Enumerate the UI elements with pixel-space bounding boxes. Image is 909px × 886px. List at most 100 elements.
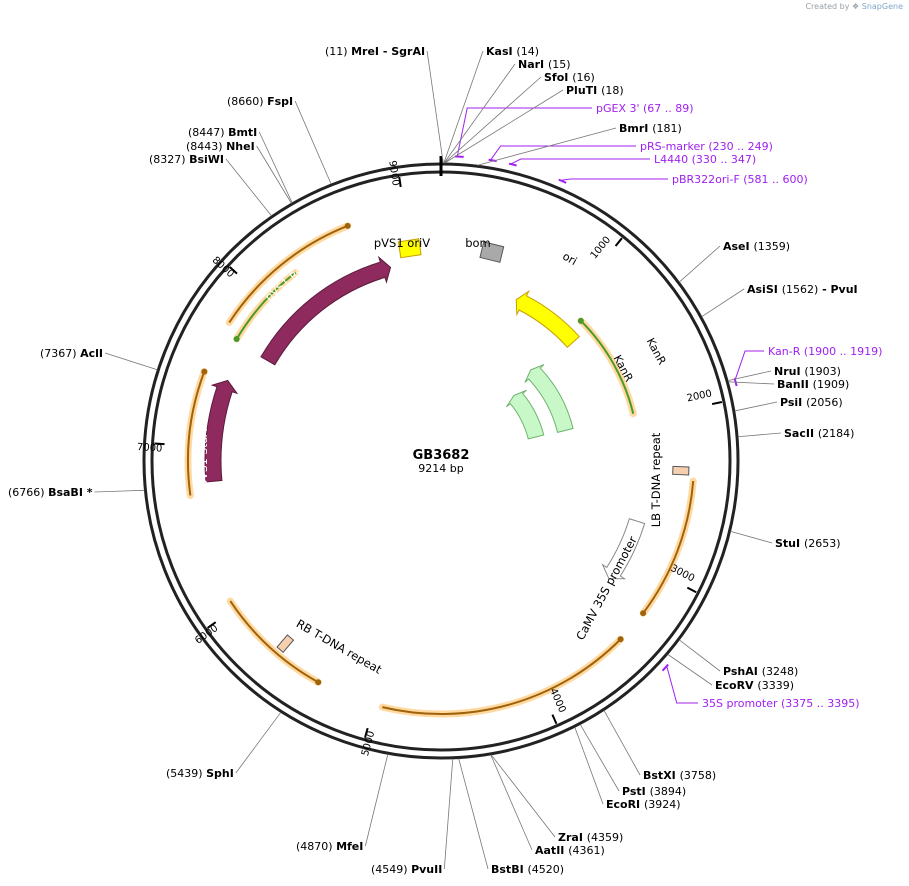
restriction-site[interactable]: (11) MreI - SgrAI xyxy=(325,45,444,164)
tick-label: 4000 xyxy=(547,687,567,715)
feature-rect xyxy=(672,465,690,476)
site-leader xyxy=(256,145,292,204)
site-label: (5439) SphI xyxy=(166,767,234,780)
site-leader xyxy=(235,712,282,774)
restriction-site[interactable]: (4549) PvuII xyxy=(371,758,454,876)
site-label: BanII (1909) xyxy=(777,378,849,391)
tick-mark xyxy=(686,586,697,594)
site-label: PstI (3894) xyxy=(622,785,686,798)
restriction-site[interactable]: (8443) NheI xyxy=(186,140,292,204)
restriction-site[interactable]: (8327) BsiWI xyxy=(149,153,272,217)
site-label: (8447) BmtI xyxy=(188,126,257,139)
feature-box xyxy=(397,238,422,259)
site-label: SacII (2184) xyxy=(784,427,854,440)
restriction-site[interactable]: KasI (14) xyxy=(443,45,539,164)
site-label: KasI (14) xyxy=(486,45,539,58)
tick-mark xyxy=(364,727,369,739)
feature-box xyxy=(276,634,295,653)
site-label: NruI (1903) xyxy=(774,365,841,378)
feature-box xyxy=(479,241,505,263)
primer-leader xyxy=(560,178,668,181)
restriction-site[interactable]: (8447) BmtI xyxy=(188,126,293,204)
feature-rect xyxy=(397,238,422,259)
site-leader xyxy=(727,370,772,382)
site-leader xyxy=(294,100,332,185)
site-leader xyxy=(490,754,533,851)
site-label: AseI (1359) xyxy=(723,240,790,253)
site-label: (6766) BsaBI * xyxy=(8,486,93,499)
tick-mark xyxy=(711,401,723,406)
site-label: (8443) NheI xyxy=(186,140,255,153)
tick-label: 9000 xyxy=(386,160,401,187)
restriction-site[interactable]: StuI (2653) xyxy=(730,530,841,550)
restriction-site[interactable]: NarI (15) xyxy=(443,58,571,164)
restriction-site[interactable]: AseI (1359) xyxy=(679,240,790,283)
restriction-site[interactable]: (5439) SphI xyxy=(166,712,282,780)
site-label: PluTI (18) xyxy=(566,84,624,97)
primer-label: pGEX 3' (67 .. 89) xyxy=(596,102,694,115)
snapgene-logo-icon: ❖ xyxy=(852,2,860,11)
orf-line xyxy=(228,224,349,324)
tick-label: 2000 xyxy=(686,388,713,404)
restriction-site[interactable]: (6766) BsaBI * xyxy=(8,486,145,499)
primer-leader xyxy=(510,158,650,165)
restriction-site[interactable]: (8660) FspI xyxy=(227,95,332,185)
restriction-site[interactable]: ZraI (4359) xyxy=(490,754,623,844)
restriction-site[interactable]: BstBI (4520) xyxy=(458,758,564,876)
orf-arrowhead xyxy=(577,317,584,324)
restriction-site[interactable]: BanII (1909) xyxy=(728,378,849,391)
site-leader xyxy=(443,76,542,164)
site-label: PshAI (3248) xyxy=(723,665,798,678)
site-label: (7367) AclI xyxy=(40,347,103,360)
feature-rect xyxy=(276,634,295,653)
restriction-site[interactable]: (4870) MfeI xyxy=(296,754,389,853)
restriction-site[interactable]: EcoRV (3339) xyxy=(667,654,794,692)
restriction-site[interactable]: PsiI (2056) xyxy=(734,396,843,412)
orf-line xyxy=(382,638,622,715)
site-label: AatII (4361) xyxy=(535,844,605,857)
primer-leader xyxy=(490,145,636,161)
orf-line xyxy=(642,480,695,614)
restriction-site[interactable]: BmrI (181) xyxy=(477,122,682,166)
site-label: NarI (15) xyxy=(518,58,571,71)
restriction-site[interactable]: PshAI (3248) xyxy=(679,639,798,678)
site-label: PsiI (2056) xyxy=(780,396,843,409)
primer-mark xyxy=(454,155,464,158)
primer-leader xyxy=(734,350,764,381)
feature-label: pVS1 oriV xyxy=(374,236,430,250)
site-label: ZraI (4359) xyxy=(558,831,623,844)
site-leader xyxy=(364,754,389,847)
restriction-site[interactable]: (7367) AclI xyxy=(40,347,158,371)
feature-arrow xyxy=(506,389,545,440)
tick-mark xyxy=(206,621,217,629)
site-leader xyxy=(728,381,775,385)
site-leader xyxy=(730,530,773,544)
restriction-site[interactable]: BstXI (3758) xyxy=(603,710,716,782)
orf-arrowhead xyxy=(233,335,240,342)
primer-label: 35S promoter (3375 .. 3395) xyxy=(702,697,860,710)
restriction-site[interactable]: SacII (2184) xyxy=(737,427,854,440)
tick-label: 1000 xyxy=(589,235,614,262)
site-leader xyxy=(477,127,617,166)
restriction-site[interactable]: PluTI (18) xyxy=(444,84,624,164)
site-label: (8660) FspI xyxy=(227,95,293,108)
tick-mark xyxy=(154,442,165,446)
restriction-site[interactable]: SfoI (16) xyxy=(443,71,595,164)
primer-label: L4440 (330 .. 347) xyxy=(654,153,756,166)
restriction-site[interactable]: PstI (3894) xyxy=(579,724,686,798)
restriction-site[interactable]: AsiSI (1562) - PvuI xyxy=(701,283,858,317)
orf-layer xyxy=(184,222,697,718)
site-leader xyxy=(444,89,564,164)
restriction-site[interactable]: AatII (4361) xyxy=(490,754,605,857)
orf-line xyxy=(580,320,635,414)
site-leader xyxy=(734,401,778,412)
site-leader xyxy=(443,758,454,870)
restriction-site[interactable]: EcoRI (3924) xyxy=(574,727,681,811)
plasmid-length: 9214 bp xyxy=(418,462,463,475)
restriction-site[interactable]: NruI (1903) xyxy=(727,365,841,382)
tick-label: 7000 xyxy=(137,442,163,455)
tick-mark xyxy=(228,266,238,275)
feature-arrow xyxy=(601,518,646,580)
site-layer[interactable]: (11) MreI - SgrAI KasI (14)NarI (15)SfoI … xyxy=(8,45,858,876)
